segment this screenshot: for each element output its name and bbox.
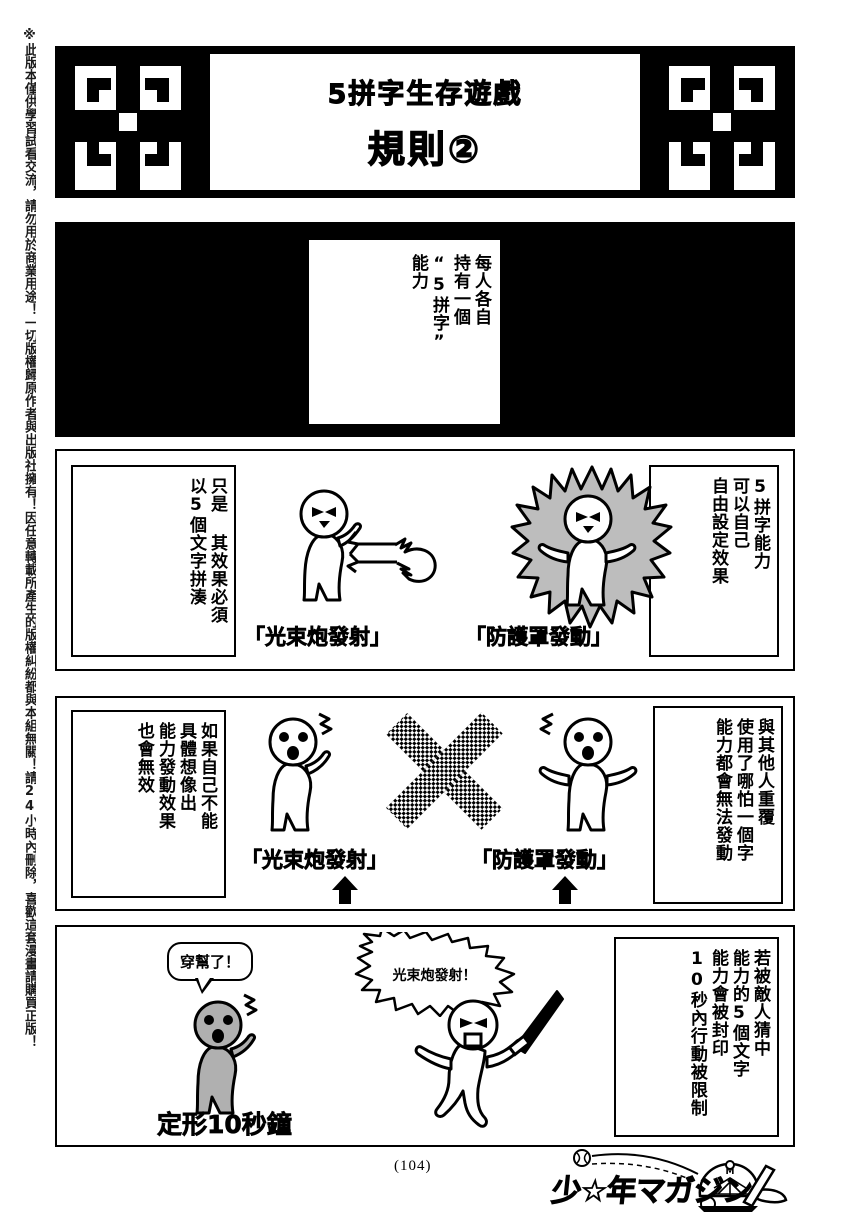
- page-number: (104): [394, 1158, 432, 1174]
- caption-line: 使用了哪怕一個字: [732, 718, 753, 862]
- figure-petrified: [172, 987, 302, 1127]
- speech-bubble-beam-shout: 光束炮發射！: [342, 932, 527, 1017]
- caption-line: 與其他人重覆: [754, 718, 774, 826]
- panel-3: 如果自己不能 具體想像出 能力發動效果 也會無效 與其他人重覆 使用了哪怕一個字…: [55, 696, 795, 911]
- title-block: 5拼字生存遊戲 規則②: [210, 54, 640, 190]
- caption-line: “5拼字”: [428, 254, 449, 353]
- caption-line: 可以自己: [728, 477, 749, 549]
- caption-line: 10秒內行動被限制: [686, 949, 707, 1117]
- speech-bubble-tail: [195, 978, 214, 994]
- svg-text:M: M: [726, 1167, 735, 1177]
- speech-bubble-busted: 穿幫了！: [167, 942, 254, 994]
- up-arrow-icon-right: [552, 876, 578, 904]
- figure-beam-attacker: [272, 476, 402, 616]
- caption-line: 每人各自: [471, 254, 491, 326]
- page-title: 5拼字生存遊戲: [327, 78, 523, 110]
- figure-swordsman: [407, 985, 587, 1135]
- maze-square-pattern-icon-right: [657, 54, 787, 190]
- panel-1-caption-box: 每人各自 持有一個 “5拼字” 能力: [307, 238, 502, 426]
- figure-surprised-right: [527, 706, 647, 836]
- panel-2-left-text-box: 只是 其效果必須 以5個文字拼湊: [71, 465, 236, 657]
- caption-line: 5拼字能力: [750, 477, 770, 570]
- figure-shield-user: [510, 465, 673, 630]
- caption-line: 若被敵人猜中: [750, 949, 770, 1057]
- speech-bubble-beam-shout-text: 光束炮發射！: [392, 967, 477, 984]
- up-arrow-icon-left: [332, 876, 358, 904]
- panel-3-caption-right: 「防護罩發動」: [471, 848, 619, 873]
- caption-line: 持有一個: [449, 254, 470, 326]
- caption-line: 以5個文字拼湊: [185, 477, 206, 606]
- scanlation-disclaimer-text: ※此版本僅供學習試看交流，請勿用於商業用途！一切版權歸原作者與出版社擁有！因任意…: [22, 28, 36, 1048]
- panel-3-left-text-box: 如果自己不能 具體想像出 能力發動效果 也會無效: [71, 710, 226, 898]
- panel-4-caption: 定形10秒鐘: [157, 1110, 292, 1140]
- title-header-band: 5拼字生存遊戲 規則②: [55, 46, 795, 198]
- figure-surprised-left: [247, 706, 367, 836]
- magazine-logo-text: 少☆年マガジン: [549, 1174, 754, 1210]
- caption-line: 能力都會無法發動: [711, 718, 732, 862]
- panel-3-right-text-box: 與其他人重覆 使用了哪怕一個字 能力都會無法發動: [653, 706, 783, 904]
- beam-impact-icon: [394, 537, 455, 589]
- caption-line: 如果自己不能: [197, 722, 217, 830]
- caption-line: 只是 其效果必須: [207, 477, 227, 624]
- panel-4-right-text-box: 若被敵人猜中 能力的5個文字 能力會被封印 10秒內行動被限制: [614, 937, 779, 1137]
- caption-line: 能力: [407, 254, 428, 290]
- halftone-x-cross-icon: [386, 712, 503, 830]
- caption-line: 能力發動效果: [154, 722, 175, 830]
- panel-4: 若被敵人猜中 能力的5個文字 能力會被封印 10秒內行動被限制 穿幫了！ 光束炮…: [55, 925, 795, 1147]
- panel-2: 只是 其效果必須 以5個文字拼湊 5拼字能力 可以自己 自由設定效果: [55, 449, 795, 671]
- panel-2-caption-left: 「光束炮發射」: [244, 625, 392, 650]
- speech-bubble-busted-text: 穿幫了！: [180, 953, 241, 971]
- caption-line: 能力會被封印: [707, 949, 728, 1057]
- page-subtitle: 規則②: [367, 127, 483, 171]
- caption-line: 也會無效: [133, 722, 154, 794]
- panel-3-caption-left: 「光束炮發射」: [241, 848, 389, 873]
- maze-square-pattern-icon-left: [63, 54, 193, 190]
- panel-1: 每人各自 持有一個 “5拼字” 能力: [55, 222, 795, 437]
- panel-2-right-text-box: 5拼字能力 可以自己 自由設定效果: [649, 465, 779, 657]
- caption-line: 能力的5個文字: [728, 949, 749, 1078]
- magazine-logo: M 少☆年マガジン: [548, 1148, 798, 1214]
- caption-line: 自由設定效果: [707, 477, 728, 585]
- panel-2-caption-right: 「防護罩發動」: [465, 625, 613, 650]
- caption-line: 具體想像出: [175, 722, 196, 812]
